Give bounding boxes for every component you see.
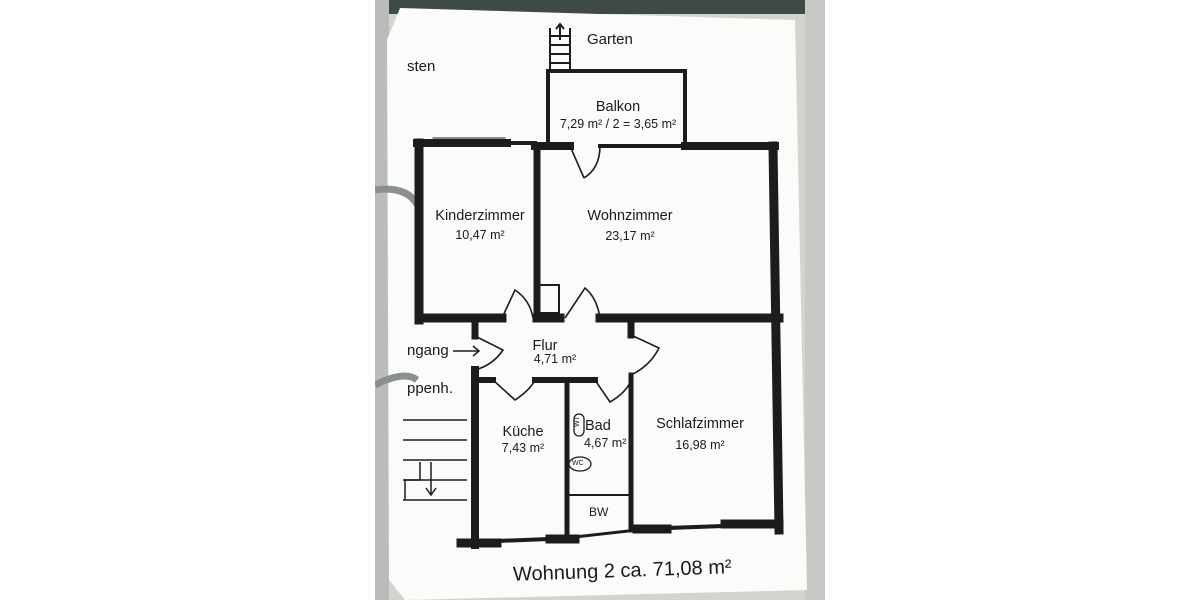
washbasin-icon [573,413,585,437]
kitchen-area: 7,43 m² [501,441,545,455]
living-room-area: 23,17 m² [605,229,655,243]
doors [474,145,661,404]
washbasin-label: WT [573,416,581,427]
left-cut-top-label: sten [407,58,436,75]
walls [413,69,784,549]
balcony-area: 7,29 m² / 2 = 3,65 m² [559,117,677,131]
bathroom-name: Bad [585,418,611,434]
hallway-area: 4,71 m² [533,352,577,366]
bw-label: BW [589,505,609,519]
bedroom-name: Schlafzimmer [656,416,744,432]
bedroom-area: 16,98 m² [675,438,725,452]
childrens-room-area: 10,47 m² [455,228,505,242]
childrens-room-name: Kinderzimmer [435,208,525,224]
entrance-label: ngang [407,342,449,359]
floor-plan-photo: Garten sten Balkon 7,29 m² / 2 = 3,65 m²… [375,0,825,600]
stairwell-steps [403,419,467,501]
toilet-icon [568,456,592,472]
floor-plan-drawing [375,0,825,600]
hallway-name: Flur [532,338,558,354]
entrance-arrow [453,345,481,357]
balcony-name: Balkon [595,99,641,115]
garden-stairs [549,22,571,70]
kitchen-name: Küche [502,424,544,440]
binder-top-edge [375,0,825,14]
garden-label: Garten [587,31,633,48]
toilet-label: WC [572,460,584,467]
bathroom-area: 4,67 m² [584,436,627,450]
stairwell-label: ppenh. [407,380,453,397]
binder-ring-bottom [375,372,420,389]
living-room-name: Wohnzimmer [587,208,673,224]
